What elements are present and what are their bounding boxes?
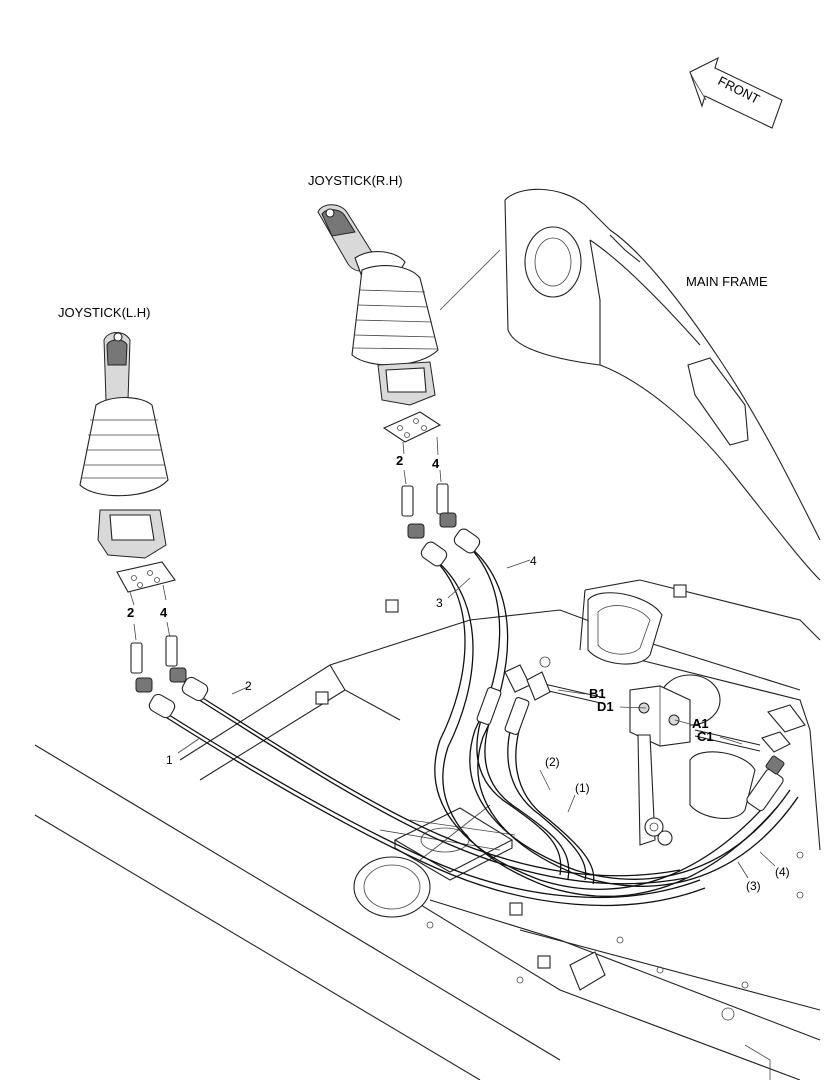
hose-label-paren-1: (1) — [575, 781, 590, 795]
main-frame-label: MAIN FRAME — [686, 274, 768, 289]
joystick-rh-port-2: 2 — [396, 453, 403, 468]
hose-label-3: 3 — [436, 596, 443, 610]
hose-1 — [148, 693, 706, 907]
valve-port-a1: A1 — [692, 716, 709, 731]
valve-port-d1: D1 — [597, 699, 614, 714]
hose-paren-1 — [504, 696, 595, 885]
valve-port-c1: C1 — [697, 729, 714, 744]
hose-paren-2 — [476, 686, 570, 880]
hose-label-paren-2: (2) — [545, 755, 560, 769]
front-arrow — [689, 56, 783, 129]
joystick-rh-port-4: 4 — [432, 456, 440, 471]
hose-label-1: 1 — [166, 753, 173, 767]
hose-paren-3-4-fitting — [746, 755, 785, 812]
hose-label-paren-4: (4) — [775, 865, 790, 879]
hose-label-2: 2 — [245, 679, 252, 693]
joystick-rh — [317, 204, 457, 539]
joystick-lh — [79, 332, 187, 693]
hose-3 — [420, 541, 779, 897]
joystick-rh-label: JOYSTICK(R.H) — [308, 173, 403, 188]
main-frame — [439, 188, 821, 581]
joystick-lh-port-2: 2 — [127, 605, 134, 620]
joystick-lh-port-4: 4 — [160, 605, 168, 620]
hose-4 — [453, 528, 799, 887]
joystick-lh-label: JOYSTICK(L.H) — [58, 305, 150, 320]
valve-port-b1: B1 — [589, 686, 606, 701]
leader-lines — [177, 559, 776, 879]
hose-label-4: 4 — [530, 554, 537, 568]
valve-elbows — [504, 664, 551, 701]
hose-label-paren-3: (3) — [746, 879, 761, 893]
